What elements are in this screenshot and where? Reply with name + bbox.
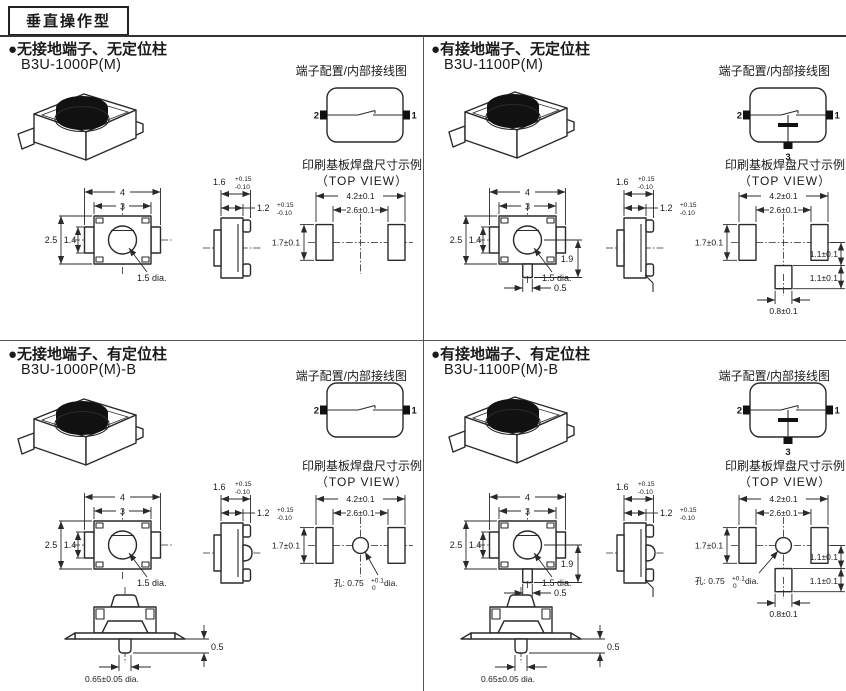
pad-layout (695, 191, 836, 274)
technical-drawing (17, 87, 419, 341)
technical-drawing (17, 382, 419, 691)
pcb-topview-label: （TOP VIEW） (738, 475, 832, 489)
top-view (45, 188, 173, 284)
pcb-pad-label: 印刷基板焊盘尺寸示例 (724, 459, 845, 473)
technical-drawing (448, 87, 846, 341)
quadrant-b3u-1100p: ●有接地端子、无定位柱 B3U-1100P(M) 端子配置/内部接线图 印刷基板… (423, 36, 846, 341)
model-number: B3U-1000P(M)-B (21, 362, 137, 378)
switch-3d-view (17, 398, 144, 466)
technical-drawing (448, 382, 846, 691)
side-view-post (242, 544, 253, 562)
variant-title: ●无接地端子、无定位柱 (8, 41, 168, 58)
terminal-diagram (736, 382, 842, 438)
terminal-diagram (736, 87, 842, 143)
pcb-pad-label: 印刷基板焊盘尺寸示例 (301, 459, 422, 473)
section-header-label: 垂直操作型 (26, 13, 112, 30)
top-view (450, 493, 578, 589)
side-view (203, 481, 294, 583)
top-view (45, 493, 173, 589)
top-view (450, 188, 578, 284)
pcb-topview-label: （TOP VIEW） (738, 174, 832, 188)
variant-title: ●无接地端子、有定位柱 (8, 346, 168, 363)
switch-3d-view (448, 91, 575, 159)
quadrant-b3u-1000p-b: ●无接地端子、有定位柱 B3U-1000P(M)-B 端子配置/内部接线图 印刷… (0, 341, 423, 691)
pad-layout-ground (757, 243, 845, 317)
model-number: B3U-1100P(M) (444, 57, 544, 73)
section-header: 垂直操作型 (8, 6, 130, 36)
side-view-post (645, 544, 656, 562)
pcb-topview-label: （TOP VIEW） (315, 475, 409, 489)
terminal-diagram (313, 382, 419, 438)
pad-layout-ground (757, 546, 845, 620)
terminal-config-label: 端子配置/内部接线图 (295, 369, 407, 383)
switch-3d-view (17, 93, 144, 161)
model-number: B3U-1100P(M)-B (444, 362, 559, 378)
elevation-view (65, 587, 224, 684)
terminal-config-label: 端子配置/内部接线图 (295, 64, 407, 78)
side-view (203, 176, 294, 278)
pad-layout (695, 494, 836, 577)
elevation-view (461, 587, 620, 684)
side-view (606, 481, 697, 583)
switch-3d-view (448, 396, 575, 464)
side-view (606, 176, 697, 278)
terminal-config-label: 端子配置/内部接线图 (718, 369, 830, 383)
quadrant-b3u-1100p-b: ●有接地端子、有定位柱 B3U-1100P(M)-B 端子配置/内部接线图 印刷… (423, 341, 846, 691)
pcb-pad-label: 印刷基板焊盘尺寸示例 (724, 158, 845, 172)
quadrant-b3u-1000p: ●无接地端子、无定位柱 B3U-1000P(M) 端子配置/内部接线图 印刷基板… (0, 36, 423, 341)
model-number: B3U-1000P(M) (21, 57, 122, 73)
terminal-diagram (313, 87, 419, 143)
terminal-config-label: 端子配置/内部接线图 (718, 64, 830, 78)
variant-title: ●有接地端子、无定位柱 (431, 41, 591, 58)
variant-title: ●有接地端子、有定位柱 (431, 346, 591, 363)
pcb-topview-label: （TOP VIEW） (315, 174, 409, 188)
vertical-divider (423, 36, 424, 691)
pcb-pad-label: 印刷基板焊盘尺寸示例 (301, 158, 422, 172)
